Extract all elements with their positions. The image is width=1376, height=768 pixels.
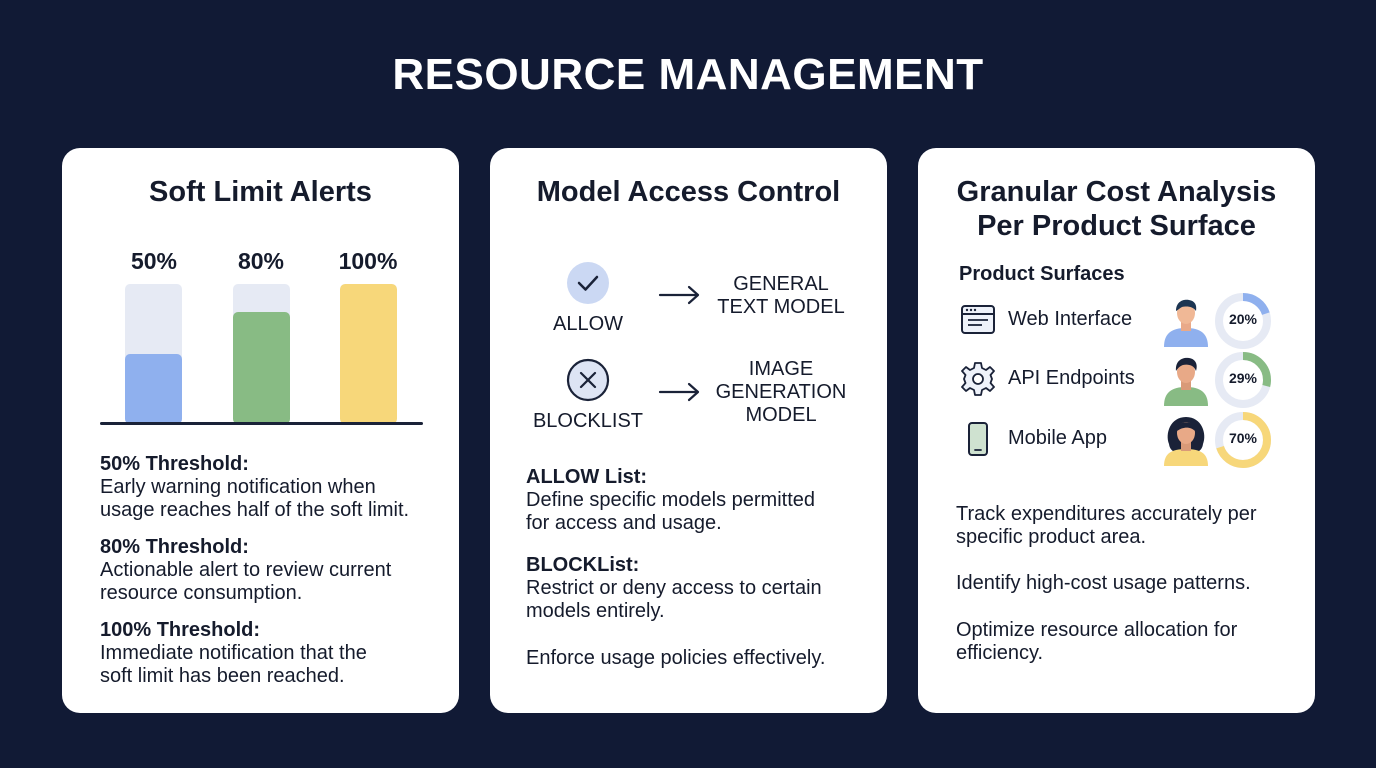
donut-arc-api [1215, 352, 1271, 408]
cost-paragraph-track-line-2: specific product area. [956, 526, 1147, 548]
donut-arc-web [1215, 293, 1271, 349]
person-avatar-icon [1164, 417, 1208, 466]
cost-paragraph-identify: Identify high-cost usage patterns. [956, 572, 1296, 595]
allow-list-line-1: Define specific models permitted [526, 489, 816, 511]
cost-paragraph-track: Track expenditures accurately per specif… [956, 503, 1296, 549]
donut-percent-mobile: 70% [1228, 430, 1258, 446]
threshold-80-heading: 80% Threshold: [100, 536, 249, 558]
cost-analysis-title-line-1: Granular Cost Analysis [956, 176, 1277, 208]
bar-fill-50 [125, 354, 182, 424]
soft-limit-alerts-title: Soft Limit Alerts [149, 176, 372, 208]
bar-baseline [100, 422, 423, 425]
model-access-control-card: Model Access Control ALLOW GENERAL TEXT … [490, 148, 887, 713]
donut-chart-api [1215, 352, 1271, 408]
surface-row-mobile: Mobile App 70% [960, 412, 1280, 468]
threshold-100-line-1: Immediate notification that the [100, 642, 367, 664]
donut-percent-api: 29% [1228, 370, 1258, 386]
general-text-model-line-2: TEXT MODEL [717, 296, 845, 318]
arrow-right-icon [658, 285, 700, 305]
cost-paragraph-optimize: Optimize resource allocation for efficie… [956, 619, 1296, 665]
bar-track-80 [233, 284, 290, 424]
allow-list-desc: ALLOW List: Define specific models permi… [526, 466, 815, 535]
bar-fill-80 [233, 312, 290, 424]
threshold-80-desc: 80% Threshold: Actionable alert to revie… [100, 536, 391, 605]
surface-row-api: API Endpoints 29% [960, 352, 1280, 408]
soft-limit-alerts-card: Soft Limit Alerts 50% 80% 100% 50% Thres… [62, 148, 459, 713]
surface-label-web: Web Interface [1008, 308, 1133, 330]
browser-window-icon [961, 305, 995, 334]
image-generation-model-label: IMAGE GENERATION MODEL [701, 358, 861, 427]
image-generation-model-line-2: GENERATION [715, 381, 847, 403]
surface-label-api: API Endpoints [1008, 367, 1135, 389]
block-list-desc: BLOCKList: Restrict or deny access to ce… [526, 554, 822, 623]
allow-list-line-2: for access and usage. [526, 512, 722, 534]
bar-label-100: 100% [338, 248, 398, 274]
donut-chart-mobile [1215, 412, 1271, 468]
bar-label-50: 50% [130, 248, 178, 274]
blocklist-label: BLOCKLIST [532, 410, 644, 432]
cost-paragraph-optimize-line-1: Optimize resource allocation for [956, 619, 1238, 641]
block-list-line-2: models entirely. [526, 600, 665, 622]
person-avatar-icon [1164, 357, 1208, 406]
threshold-50-heading: 50% Threshold: [100, 453, 249, 475]
general-text-model-line-1: GENERAL [733, 273, 829, 295]
arrow-right-icon [658, 382, 700, 402]
cost-paragraph-identify-line-1: Identify high-cost usage patterns. [956, 572, 1251, 594]
threshold-50-line-2: usage reaches half of the soft limit. [100, 499, 410, 521]
cost-analysis-title: Granular Cost Analysis Per Product Surfa… [918, 175, 1315, 243]
check-icon [567, 262, 609, 304]
image-generation-model-line-1: IMAGE [748, 358, 814, 380]
block-list-line-1: Restrict or deny access to certain [526, 577, 822, 599]
page-title: RESOURCE MANAGEMENT [392, 50, 984, 99]
allow-list-heading: ALLOW List: [526, 466, 648, 488]
gear-icon [961, 362, 995, 396]
cost-paragraph-optimize-line-2: efficiency. [956, 642, 1044, 664]
threshold-100-line-2: soft limit has been reached. [100, 665, 345, 687]
model-access-control-title: Model Access Control [536, 176, 841, 208]
product-surfaces-heading: Product Surfaces [959, 263, 1125, 285]
surface-row-web: Web Interface 20% [960, 293, 1280, 349]
cost-analysis-title-line-2: Per Product Surface [977, 210, 1256, 242]
blocked-x-icon [566, 358, 610, 402]
threshold-100-heading: 100% Threshold: [100, 619, 261, 641]
donut-percent-web: 20% [1228, 311, 1258, 327]
mobile-phone-icon [968, 422, 988, 456]
bar-track-100 [340, 284, 397, 424]
donut-chart-web [1215, 293, 1271, 349]
cost-analysis-card: Granular Cost Analysis Per Product Surfa… [918, 148, 1315, 713]
enforce-policies-text: Enforce usage policies effectively. [526, 647, 826, 669]
allow-label: ALLOW [552, 313, 624, 335]
bar-track-50 [125, 284, 182, 424]
bar-fill-100 [340, 284, 397, 424]
donut-arc-mobile [1215, 412, 1271, 468]
general-text-model-label: GENERAL TEXT MODEL [701, 273, 861, 319]
threshold-50-line-1: Early warning notification when [100, 476, 376, 498]
threshold-80-line-2: resource consumption. [100, 582, 303, 604]
image-generation-model-line-3: MODEL [745, 404, 817, 426]
person-avatar-icon [1164, 299, 1208, 347]
block-list-heading: BLOCKList: [526, 554, 640, 576]
bar-label-80: 80% [237, 248, 285, 274]
threshold-80-line-1: Actionable alert to review current [100, 559, 392, 581]
cost-paragraph-track-line-1: Track expenditures accurately per [956, 503, 1257, 525]
threshold-100-desc: 100% Threshold: Immediate notification t… [100, 619, 367, 688]
surface-label-mobile: Mobile App [1008, 427, 1107, 449]
threshold-50-desc: 50% Threshold: Early warning notificatio… [100, 453, 409, 522]
